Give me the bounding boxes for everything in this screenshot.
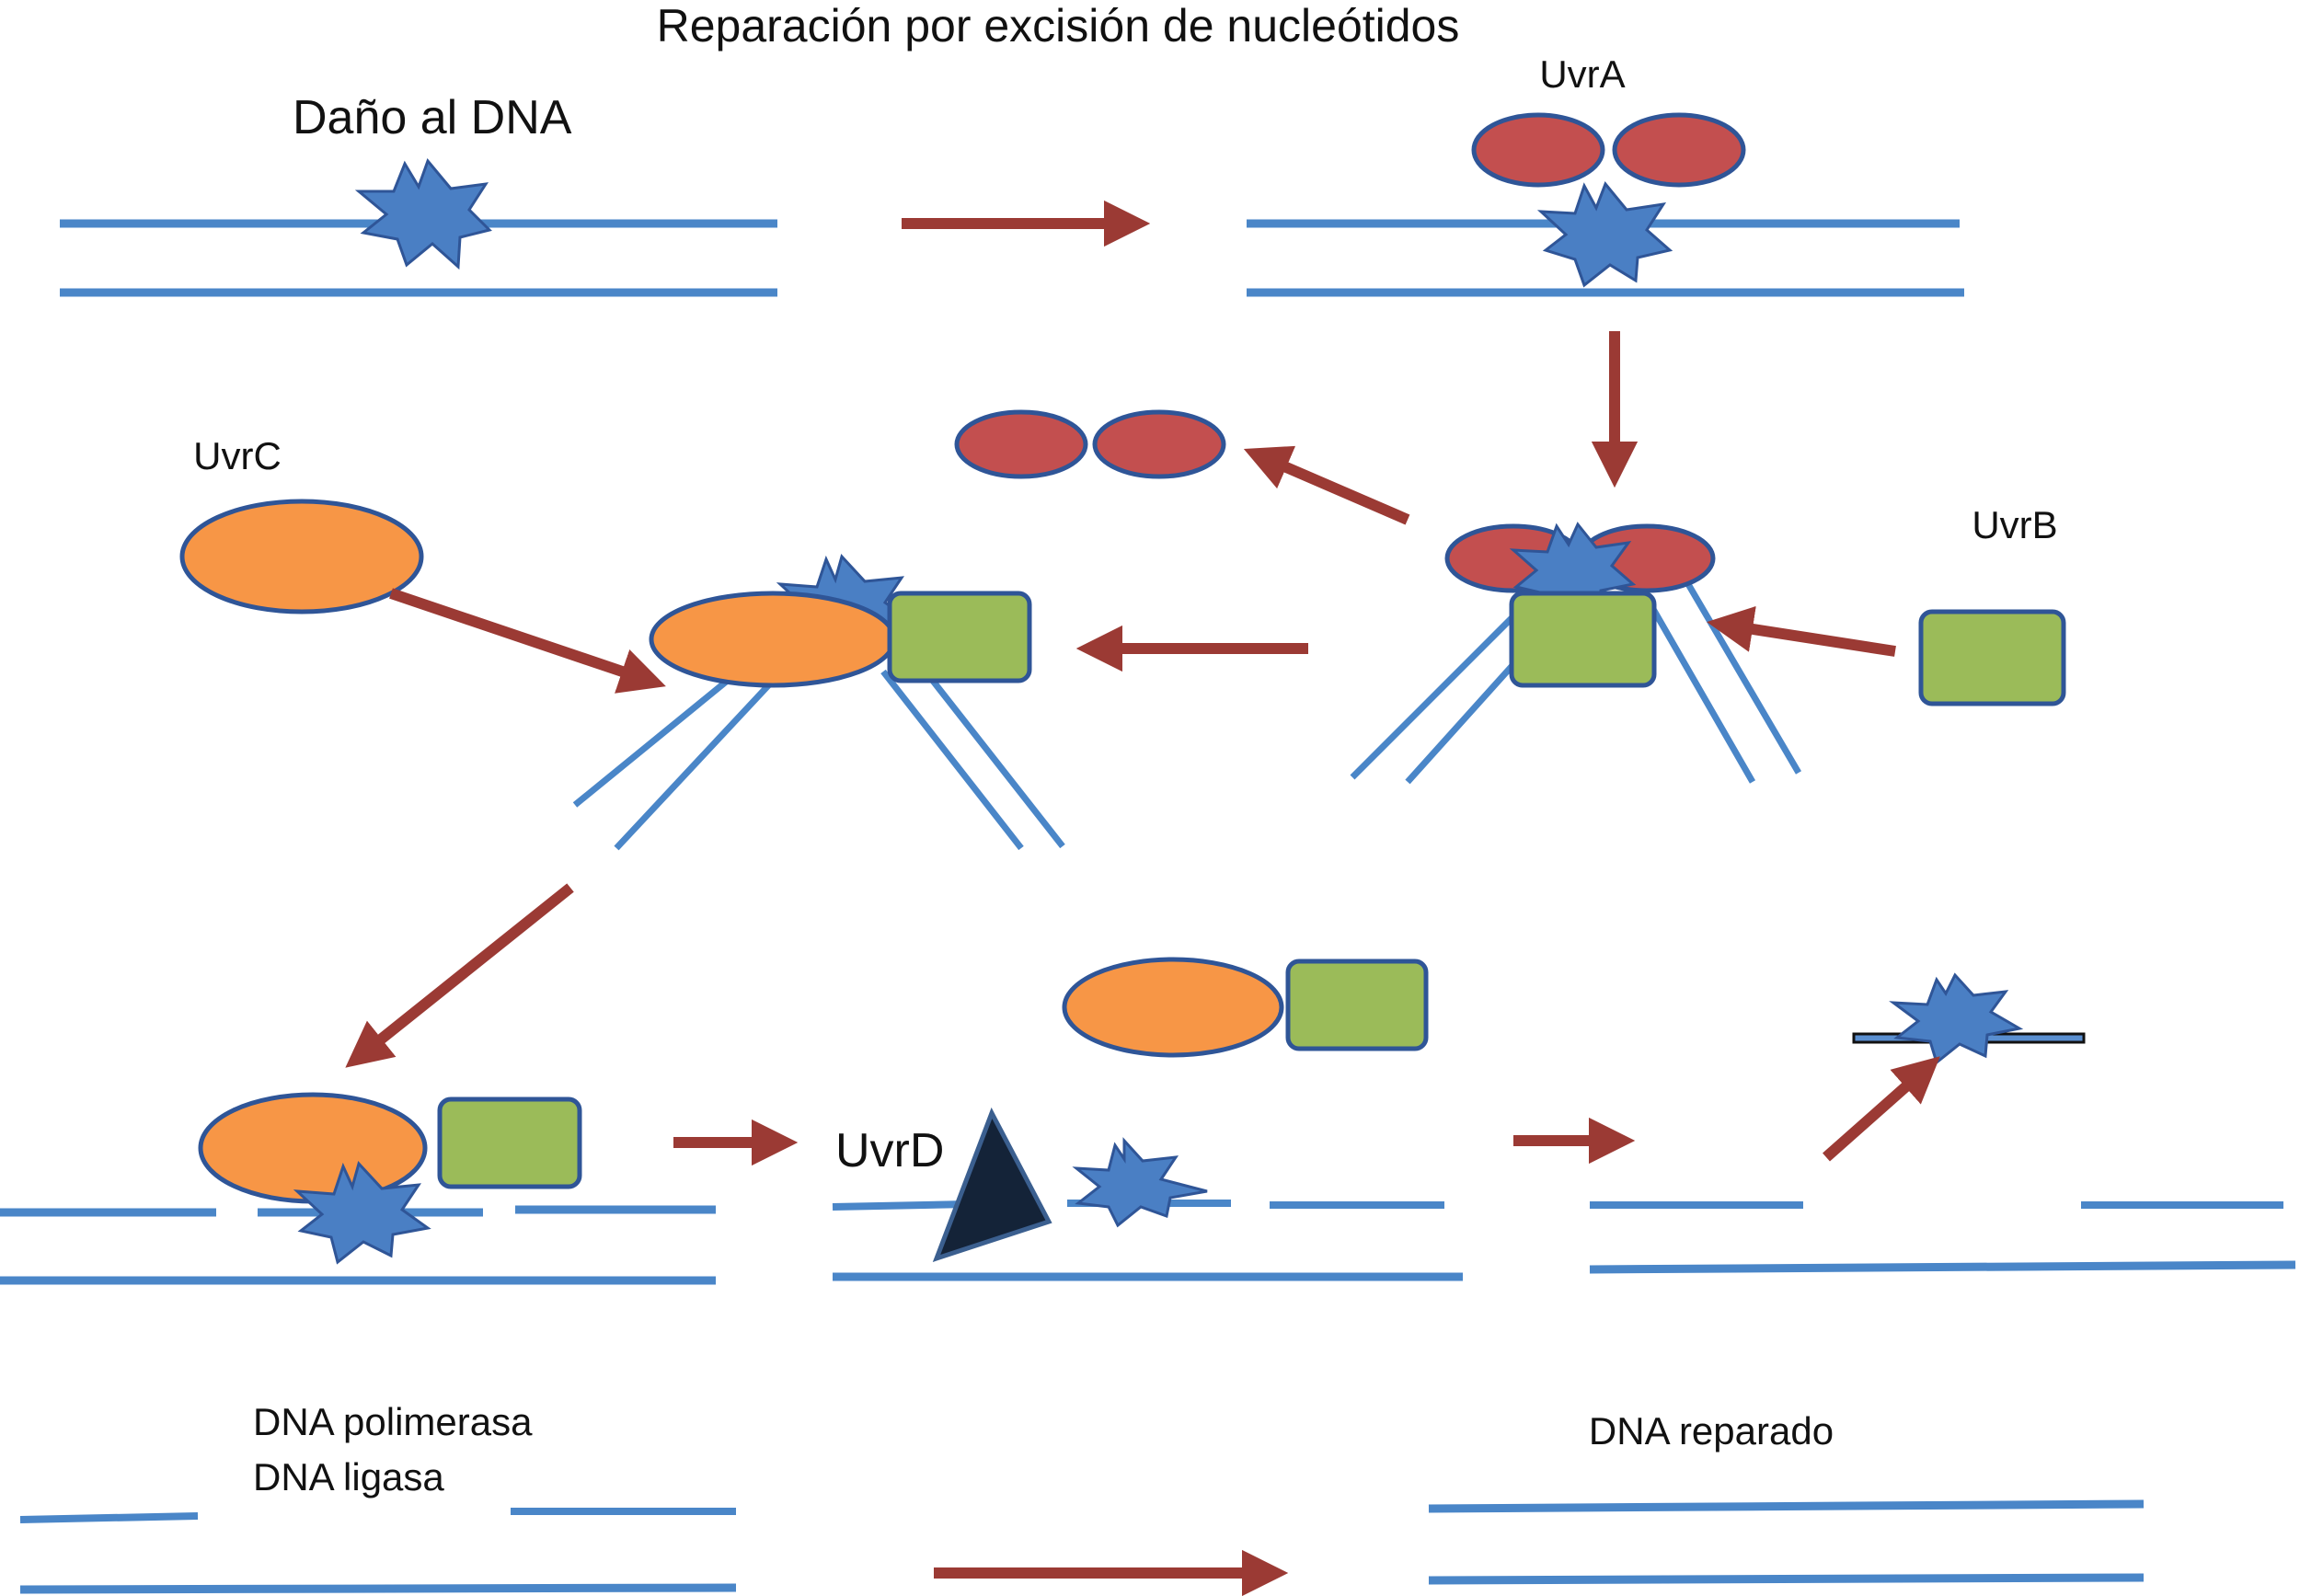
uvra-protein-icon xyxy=(1092,409,1226,479)
uvrc-protein-icon xyxy=(1062,957,1284,1058)
dna-damage-icon xyxy=(1536,181,1673,288)
dna-damage-icon xyxy=(293,1161,431,1265)
dna-strand xyxy=(572,660,753,808)
arrow-to-incision xyxy=(345,883,574,1068)
label-ligase: DNA ligasa xyxy=(253,1455,444,1498)
stage-damaged-dna: Daño al DNA xyxy=(60,91,777,297)
uvrd-helicase-icon xyxy=(932,1107,1052,1263)
dna-strand xyxy=(1589,1260,2296,1274)
label-polymerase: DNA polimerasa xyxy=(253,1400,533,1443)
arrow-oligo-release xyxy=(1823,1056,1940,1162)
uvrc-protein-icon xyxy=(179,499,424,614)
stage-gap-filling: DNA polimerasa DNA ligasa xyxy=(19,1400,737,1594)
label-uvrc: UvrC xyxy=(193,434,282,477)
label-uvrb: UvrB xyxy=(1972,503,2057,546)
stage-uvrc-binding: UvrC xyxy=(179,434,1065,851)
uvrb-protein-icon xyxy=(1918,609,2066,706)
dna-strand xyxy=(1428,1573,2145,1585)
stage-uvra-binding: UvrA xyxy=(1247,52,1964,297)
released-uvra xyxy=(954,409,1226,479)
stage-repaired-dna: DNA reparado xyxy=(1428,1409,2145,1585)
dna-damage-icon xyxy=(1072,1137,1208,1228)
diagram-title: Reparación por excisión de nucleótidos xyxy=(657,0,1460,52)
uvra-protein-icon xyxy=(1612,112,1746,188)
dna-strand xyxy=(19,1583,737,1594)
uvra-protein-icon xyxy=(954,409,1088,479)
dna-strand xyxy=(1428,1499,2145,1513)
stage-incision xyxy=(0,1092,716,1285)
stage-uvrb-complex: UvrB xyxy=(1350,503,2058,785)
dna-strand xyxy=(1643,596,1756,784)
dna-strand xyxy=(614,678,776,851)
dna-strand xyxy=(880,669,1024,851)
label-uvra: UvrA xyxy=(1539,52,1625,96)
uvrc-protein-icon xyxy=(198,1092,428,1204)
label-damage: Daño al DNA xyxy=(293,91,572,144)
uvrb-protein-icon xyxy=(887,591,1032,683)
released-uvrc-uvrb xyxy=(1062,957,1429,1058)
label-uvrd: UvrD xyxy=(835,1124,944,1177)
stage-gapped-dna xyxy=(1589,972,2296,1274)
uvrb-protein-icon xyxy=(1285,959,1429,1051)
stage-uvrd-helicase: UvrD xyxy=(832,1107,1463,1281)
uvra-protein-icon xyxy=(1471,112,1605,188)
uvrb-protein-icon xyxy=(1509,591,1657,688)
dna-strand xyxy=(1685,582,1802,775)
uvrc-protein-icon xyxy=(649,591,897,688)
label-repaired: DNA reparado xyxy=(1589,1409,1834,1452)
dna-damage-icon xyxy=(1889,972,2024,1065)
arrow-uvrc-join xyxy=(389,588,666,694)
dna-damage-icon xyxy=(354,158,492,270)
dna-strand xyxy=(926,673,1065,849)
arrow-uvrb-join xyxy=(1707,605,1896,657)
arrow-uvra-release xyxy=(1243,445,1410,525)
uvrb-protein-icon xyxy=(437,1097,582,1189)
dna-strand xyxy=(19,1512,199,1523)
